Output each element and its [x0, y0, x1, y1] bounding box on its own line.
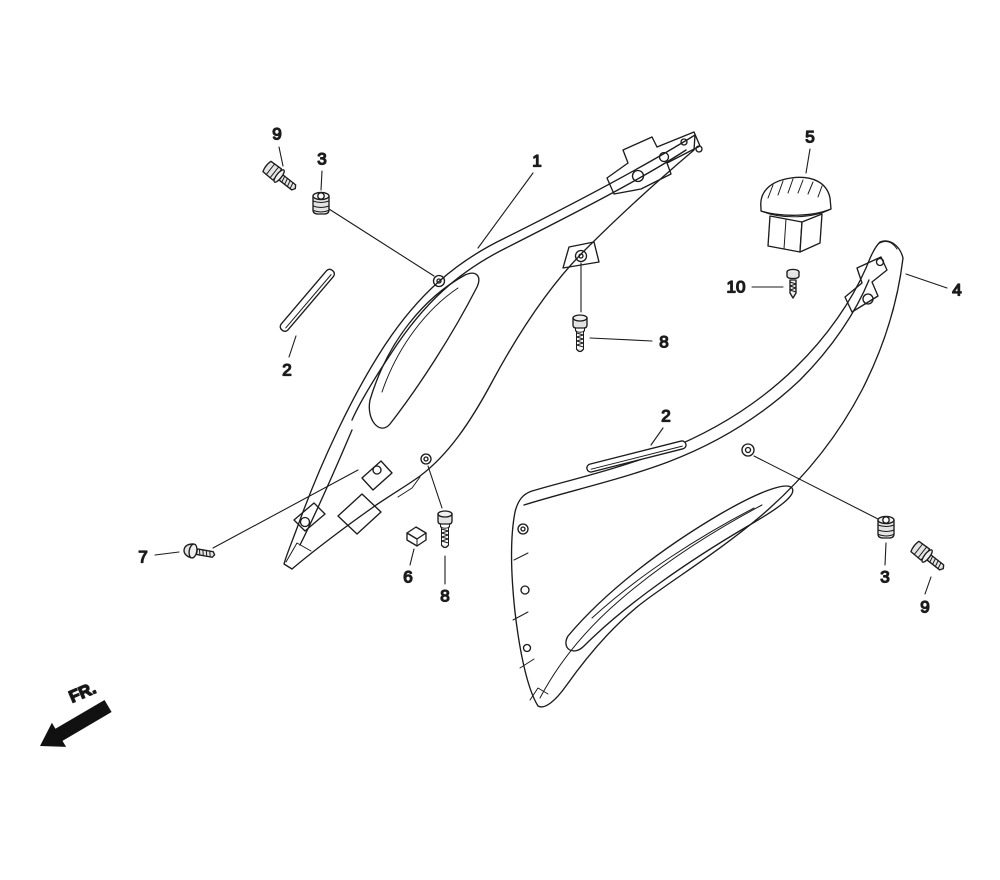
leader-line-part-1-2	[477, 172, 534, 249]
callout-part-1-2: 1	[532, 152, 541, 171]
leader-line-part-5-3	[805, 148, 811, 174]
callout-part-10-4: 10	[727, 278, 746, 297]
callout-part-7-9: 7	[138, 548, 147, 567]
callout-part-2-6: 2	[282, 361, 291, 380]
fr-direction-arrow: FR.	[40, 678, 112, 747]
callout-part-3-1: 3	[317, 150, 326, 169]
callout-part-8-7: 8	[659, 333, 668, 352]
callout-part-6-10: 6	[403, 568, 412, 587]
part-5-lid	[760, 176, 832, 253]
assembly-line-5	[753, 455, 879, 520]
part-2-strip-right	[586, 440, 687, 473]
leader-line-part-2-6	[288, 335, 297, 358]
part-4-side-cover-right	[510, 240, 904, 708]
assembly-line-2	[212, 469, 359, 549]
part-10-screw	[786, 268, 800, 299]
leader-line-part-9-0	[278, 146, 284, 167]
part-7-screw	[182, 541, 217, 563]
part-3-grommet-right	[877, 515, 895, 539]
leader-line-part-9-13	[924, 576, 932, 595]
part-8-screw-upper	[572, 314, 588, 353]
callout-layer: 9 3 1 5 10 4 2 8 2 7 6 8 3 9	[138, 124, 963, 617]
small-screw-icon	[695, 145, 703, 153]
leader-line-part-2-8	[650, 427, 664, 446]
callout-part-9-13: 9	[920, 598, 929, 617]
callout-part-5-3: 5	[805, 128, 814, 147]
callout-part-2-8: 2	[661, 407, 670, 426]
assembly-line-4	[427, 465, 443, 509]
assembly-line-1	[328, 208, 435, 277]
callout-part-8-11: 8	[440, 587, 449, 606]
leader-line-part-7-9	[154, 551, 180, 556]
leader-line-part-6-10	[409, 548, 415, 566]
callout-part-3-12: 3	[880, 568, 889, 587]
small-screw-icon	[680, 138, 688, 146]
leader-line-part-3-12	[884, 542, 887, 566]
arrow-icon	[40, 700, 112, 747]
callout-part-9-0: 9	[272, 125, 281, 144]
part-3-grommet-left	[312, 191, 330, 215]
part-2-strip-left	[279, 268, 336, 332]
part-9-bolt-right	[908, 539, 949, 576]
part-6-clip-nut	[406, 526, 427, 547]
leader-line-part-3-1	[320, 170, 323, 191]
callout-part-4-5: 4	[952, 281, 961, 300]
fr-label: FR.	[66, 678, 99, 706]
leader-line-part-4-5	[905, 273, 948, 289]
part-8-screw-lower	[437, 510, 453, 549]
leader-line-part-8-7	[589, 337, 653, 342]
part-1-side-cover-left	[283, 131, 703, 570]
part-9-bolt-left	[260, 159, 301, 196]
